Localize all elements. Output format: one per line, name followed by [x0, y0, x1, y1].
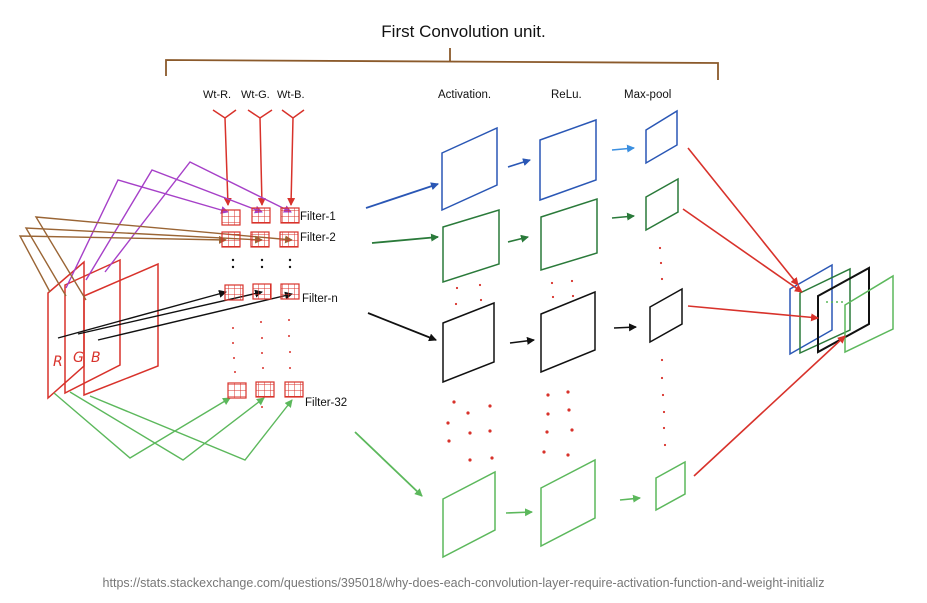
relu-plane-darkgreen [540, 197, 598, 272]
relu-plane-black [540, 290, 596, 374]
feature-map-ellipsis-dots [446, 246, 667, 462]
channel-g-label: G [73, 350, 84, 366]
filter-2-label: Filter-2 [300, 232, 336, 244]
weight-connectors [212, 109, 305, 205]
output-feature-stack [789, 263, 894, 356]
green-filter32-links [53, 391, 293, 461]
output-plane-black [817, 266, 870, 354]
weight-b-label: Wt-B. [277, 89, 305, 101]
maxpool-plane-green [655, 460, 686, 512]
filter-32-label: Filter-32 [305, 397, 348, 409]
filter-1-label: Filter-1 [300, 211, 336, 223]
filter-grids [221, 207, 304, 408]
relu-planes [539, 118, 598, 548]
maxpool-label: Max-pool [624, 89, 672, 101]
activation-to-relu-arrows [505, 158, 535, 517]
relu-to-maxpool-arrows [611, 144, 641, 503]
filter-1-grids [221, 207, 300, 226]
convolution-unit-bracket [165, 48, 719, 80]
source-url-caption: https://stats.stackexchange.com/question… [102, 576, 825, 590]
relu-plane-green [540, 458, 596, 548]
activation-plane-blue [441, 126, 498, 212]
weight-g-label: Wt-G. [241, 89, 270, 101]
filter-ellipsis-red-dots [232, 319, 291, 408]
output-plane-blue [789, 263, 833, 356]
maxpool-planes [645, 109, 686, 512]
rgb-input-channels [47, 258, 159, 400]
relu-label: ReLu. [551, 89, 582, 101]
maxpool-plane-blue [645, 109, 678, 165]
activation-planes [441, 126, 500, 559]
filter-ellipsis-dots [231, 258, 292, 269]
activation-plane-black [442, 301, 495, 384]
into-activation-arrows [354, 182, 439, 497]
channel-b-label: B [91, 350, 101, 366]
relu-plane-blue [539, 118, 597, 202]
purple-filter1-links [65, 161, 292, 289]
to-output-arrows [682, 147, 846, 477]
activation-label: Activation. [438, 89, 492, 101]
r-channel-plane [47, 260, 85, 400]
maxpool-plane-darkgreen [645, 177, 679, 232]
g-channel-plane [64, 258, 121, 395]
b-channel-plane [83, 262, 159, 397]
output-plane-darkgreen [799, 267, 851, 355]
filter-32-grids [227, 381, 304, 399]
brown-filter2-links [18, 216, 293, 301]
activation-plane-green [442, 470, 496, 559]
filter-n-grids [224, 283, 300, 301]
weight-r-label: Wt-R. [203, 89, 232, 101]
activation-plane-darkgreen [442, 208, 500, 284]
filter-2-grids [221, 231, 299, 248]
channel-r-label: R [53, 354, 63, 370]
maxpool-plane-black [649, 287, 683, 344]
diagram-title: First Convolution unit. [381, 22, 546, 41]
filter-n-label: Filter-n [302, 293, 338, 305]
